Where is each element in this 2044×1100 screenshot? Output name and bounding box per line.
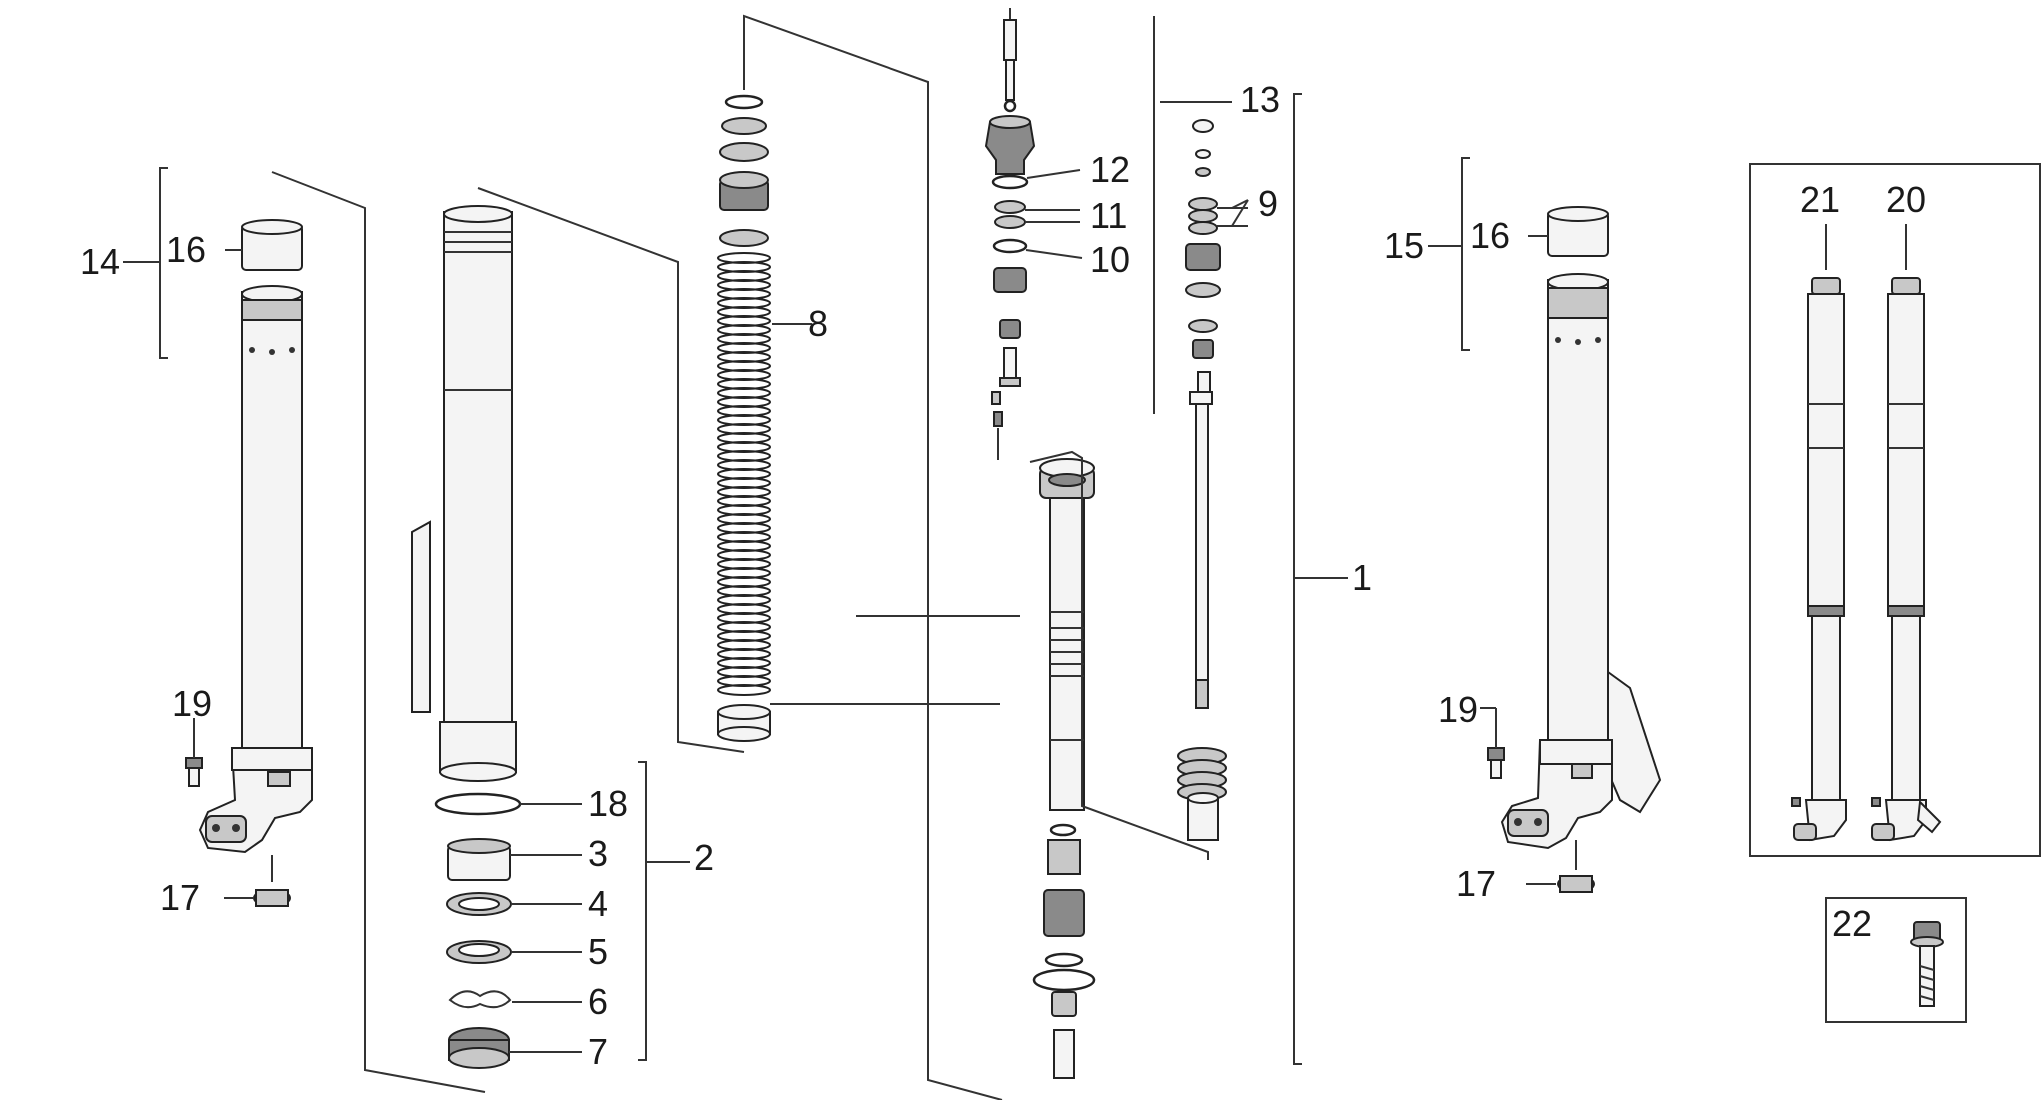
complete-fork-box [1749,163,2041,857]
callout-11: 11 [1090,195,1127,236]
right-fork-leg-group [1428,157,1662,893]
callout-13: 13 [1240,79,1280,120]
bolt-box [1825,897,1967,1023]
damper-rod-group [1177,119,1249,841]
callout-17-right: 17 [1456,863,1496,904]
callout-16-left: 16 [166,229,206,270]
coil-spring [717,252,771,696]
cartridge-group [984,8,1348,1079]
callout-15: 15 [1384,225,1424,266]
callout-19-left: 19 [172,683,212,724]
callout-8: 8 [808,303,828,344]
callout-9: 9 [1258,183,1278,224]
callout-18: 18 [588,783,628,824]
callout-5: 5 [588,931,608,972]
spring-group [717,14,1020,1100]
outer-tube-group [411,187,745,1069]
callout-16-right: 16 [1470,215,1510,256]
callout-14: 14 [80,241,120,282]
callout-3: 3 [588,833,608,874]
callout-2: 2 [694,837,714,878]
callout-4: 4 [588,883,608,924]
callout-20: 20 [1886,179,1926,220]
left-fork-leg-group [123,167,486,1093]
callout-7: 7 [588,1031,608,1072]
callout-21: 21 [1800,179,1840,220]
callout-17-left: 17 [160,877,200,918]
callout-22: 22 [1832,903,1872,944]
callout-19-right: 19 [1438,689,1478,730]
callout-1: 1 [1352,557,1372,598]
callout-6: 6 [588,981,608,1022]
callout-12: 12 [1090,149,1130,190]
callout-10: 10 [1090,239,1130,280]
callout-labels: 14 16 19 17 18 3 2 4 5 6 7 8 12 11 10 13… [80,79,1926,1072]
